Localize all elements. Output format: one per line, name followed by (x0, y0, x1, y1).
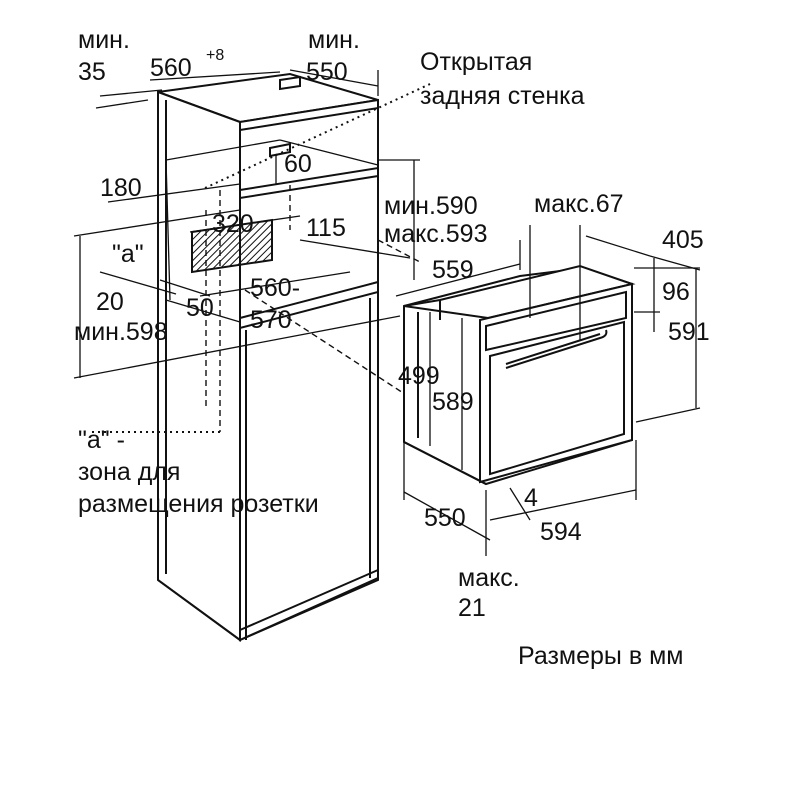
label-50: 50 (186, 294, 214, 322)
cabinet-dimension-lines (73, 69, 420, 379)
label-max-593: макс.593 (384, 220, 487, 248)
oven-handle (505, 329, 608, 369)
label-4: 4 (524, 484, 538, 512)
label-open-back-a: Открытая (420, 48, 532, 76)
oven-unit (403, 264, 636, 486)
dimension-labels: мин. 35 560 +8 мин. 550 Открытая задняя … (74, 26, 710, 622)
oven-door (489, 320, 625, 476)
legend: "a" - зона для размещения розетки (78, 426, 319, 518)
label-width-560: 560 (150, 54, 192, 82)
legend-line-2: зона для (78, 458, 180, 486)
label-559: 559 (432, 256, 474, 284)
cabinet-side-panel (157, 90, 241, 642)
label-20: 20 (96, 288, 124, 316)
label-405: 405 (662, 226, 704, 254)
legend-line-1: "a" - (78, 426, 125, 454)
label-width-560-tolerance: +8 (206, 47, 224, 64)
label-min-35-a: мин. (78, 26, 130, 54)
label-180: 180 (100, 174, 142, 202)
label-589: 589 (432, 388, 474, 416)
niche-floor (239, 280, 379, 330)
label-96: 96 (662, 278, 690, 306)
label-min-590: мин.590 (384, 192, 478, 220)
label-320: 320 (212, 210, 254, 238)
label-550-bottom: 550 (424, 504, 466, 532)
label-560-570-a: 560- (250, 274, 300, 302)
label-594: 594 (540, 518, 582, 546)
label-open-back-b: задняя стенка (420, 82, 585, 110)
label-499: 499 (398, 362, 440, 390)
label-max-21-a: макс. (458, 564, 520, 592)
label-min-550-a: мин. (308, 26, 360, 54)
units-note: Размеры в мм (518, 642, 683, 670)
label-min-35-b: 35 (78, 58, 106, 86)
legend-line-3: размещения розетки (78, 490, 319, 518)
oven-dimension-lines (395, 225, 701, 556)
label-min-598: мин.598 (74, 318, 168, 346)
label-560-570-b: 570 (250, 306, 292, 334)
label-115: 115 (306, 214, 346, 242)
label-591: 591 (668, 318, 710, 346)
label-min-550-b: 550 (306, 58, 348, 86)
label-max-67: макс.67 (534, 190, 624, 218)
label-zone-a: "a" (112, 240, 144, 268)
tall-cabinet (157, 72, 379, 642)
oven-control-panel (485, 290, 627, 352)
niche-shelf (239, 166, 379, 200)
label-60: 60 (284, 150, 312, 178)
label-max-21-b: 21 (458, 594, 486, 622)
